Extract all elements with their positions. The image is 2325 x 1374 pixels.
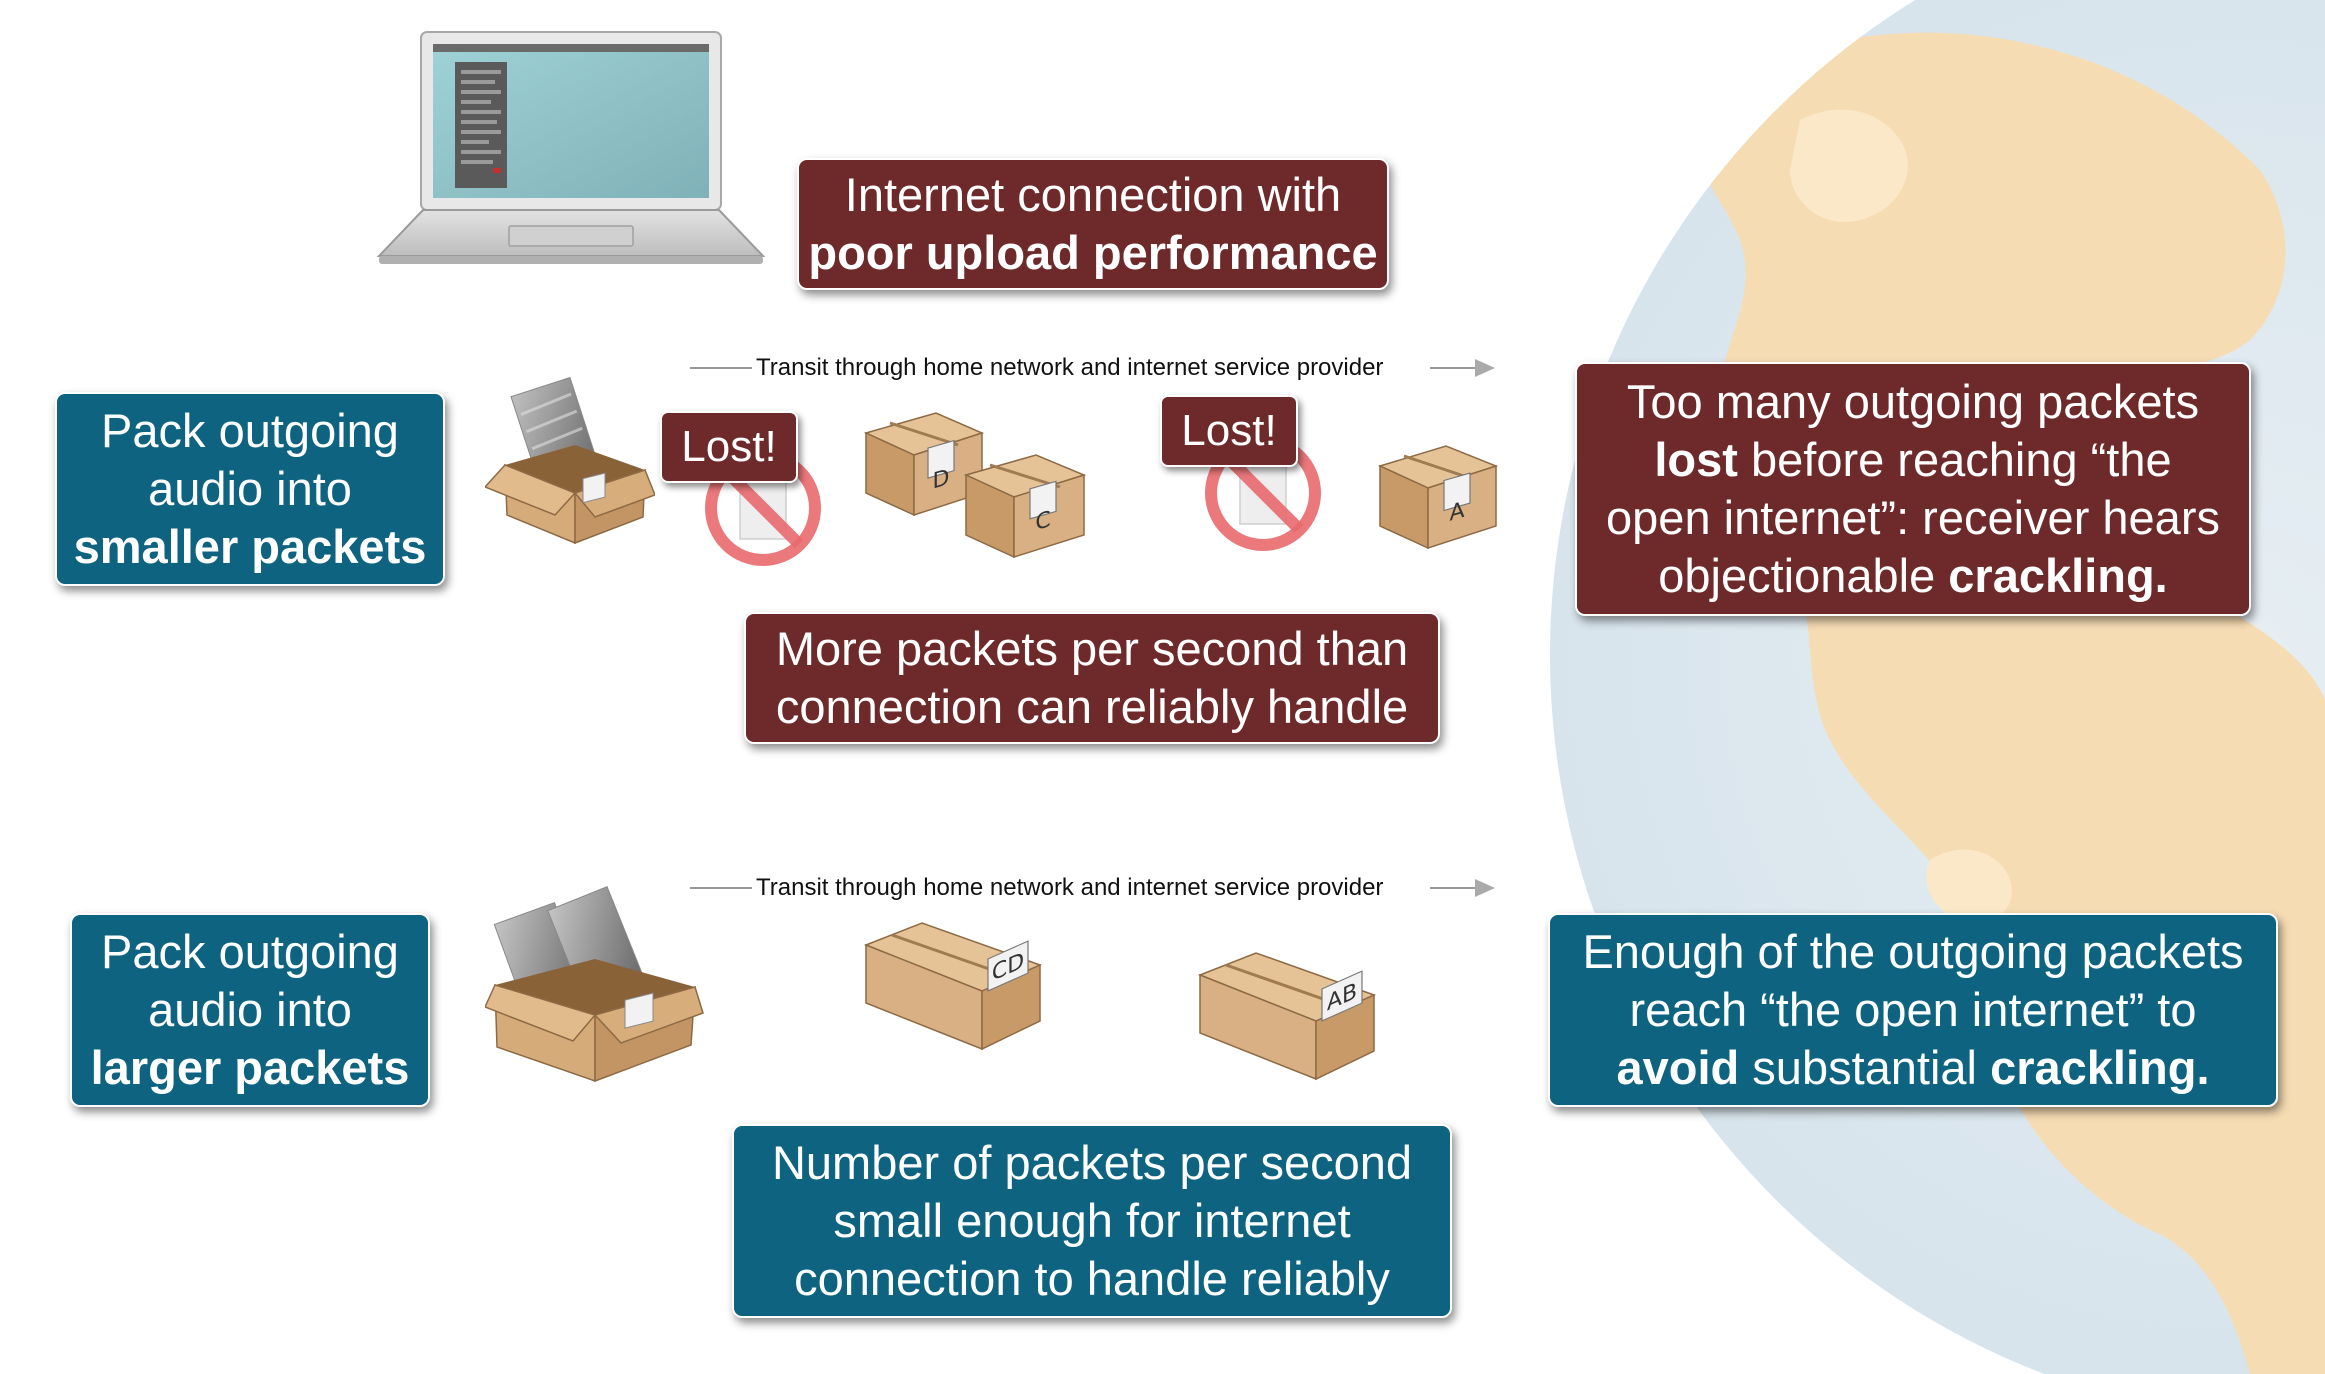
transit-label-bottom: Transit through home network and interne… bbox=[756, 874, 1384, 901]
arrow-icon bbox=[690, 879, 1495, 897]
connection-line-2: poor upload performance bbox=[808, 226, 1378, 279]
packet-box-icon: D C bbox=[863, 412, 1087, 559]
connection-quality-box: Internet connection with poor upload per… bbox=[797, 158, 1389, 290]
packet-box-icon: A bbox=[1377, 445, 1499, 550]
packet-box-icon: AB bbox=[1197, 952, 1377, 1081]
lost-label-1: Lost! bbox=[660, 411, 798, 483]
packet-label-d: D bbox=[933, 464, 950, 494]
result-box-top: Too many outgoing packets lost before re… bbox=[1575, 362, 2251, 616]
connection-line-1: Internet connection with bbox=[844, 168, 1342, 221]
packet-box-icon: CD bbox=[863, 922, 1043, 1051]
packet-label-a: A bbox=[1449, 497, 1465, 527]
pack-smaller-packets-box: Pack outgoing audio into smaller packets bbox=[55, 392, 445, 586]
open-box-icon bbox=[485, 886, 704, 1083]
open-box-icon bbox=[485, 376, 655, 545]
laptop-icon bbox=[376, 31, 765, 264]
packet-rate-box-bottom: Number of packets per second small enoug… bbox=[732, 1124, 1452, 1318]
result-box-bottom: Enough of the outgoing packets reach “th… bbox=[1548, 913, 2278, 1107]
arrow-icon bbox=[690, 359, 1495, 377]
transit-label-top: Transit through home network and interne… bbox=[756, 354, 1384, 381]
pack-larger-packets-box: Pack outgoing audio into larger packets bbox=[70, 913, 430, 1107]
lost-label-2: Lost! bbox=[1160, 395, 1298, 467]
transit-arrow-bottom: Transit through home network and interne… bbox=[690, 868, 1510, 908]
packet-label-c: C bbox=[1035, 506, 1050, 536]
packet-rate-box-top: More packets per second than connection … bbox=[744, 612, 1440, 744]
transit-arrow-top: Transit through home network and interne… bbox=[690, 348, 1510, 388]
